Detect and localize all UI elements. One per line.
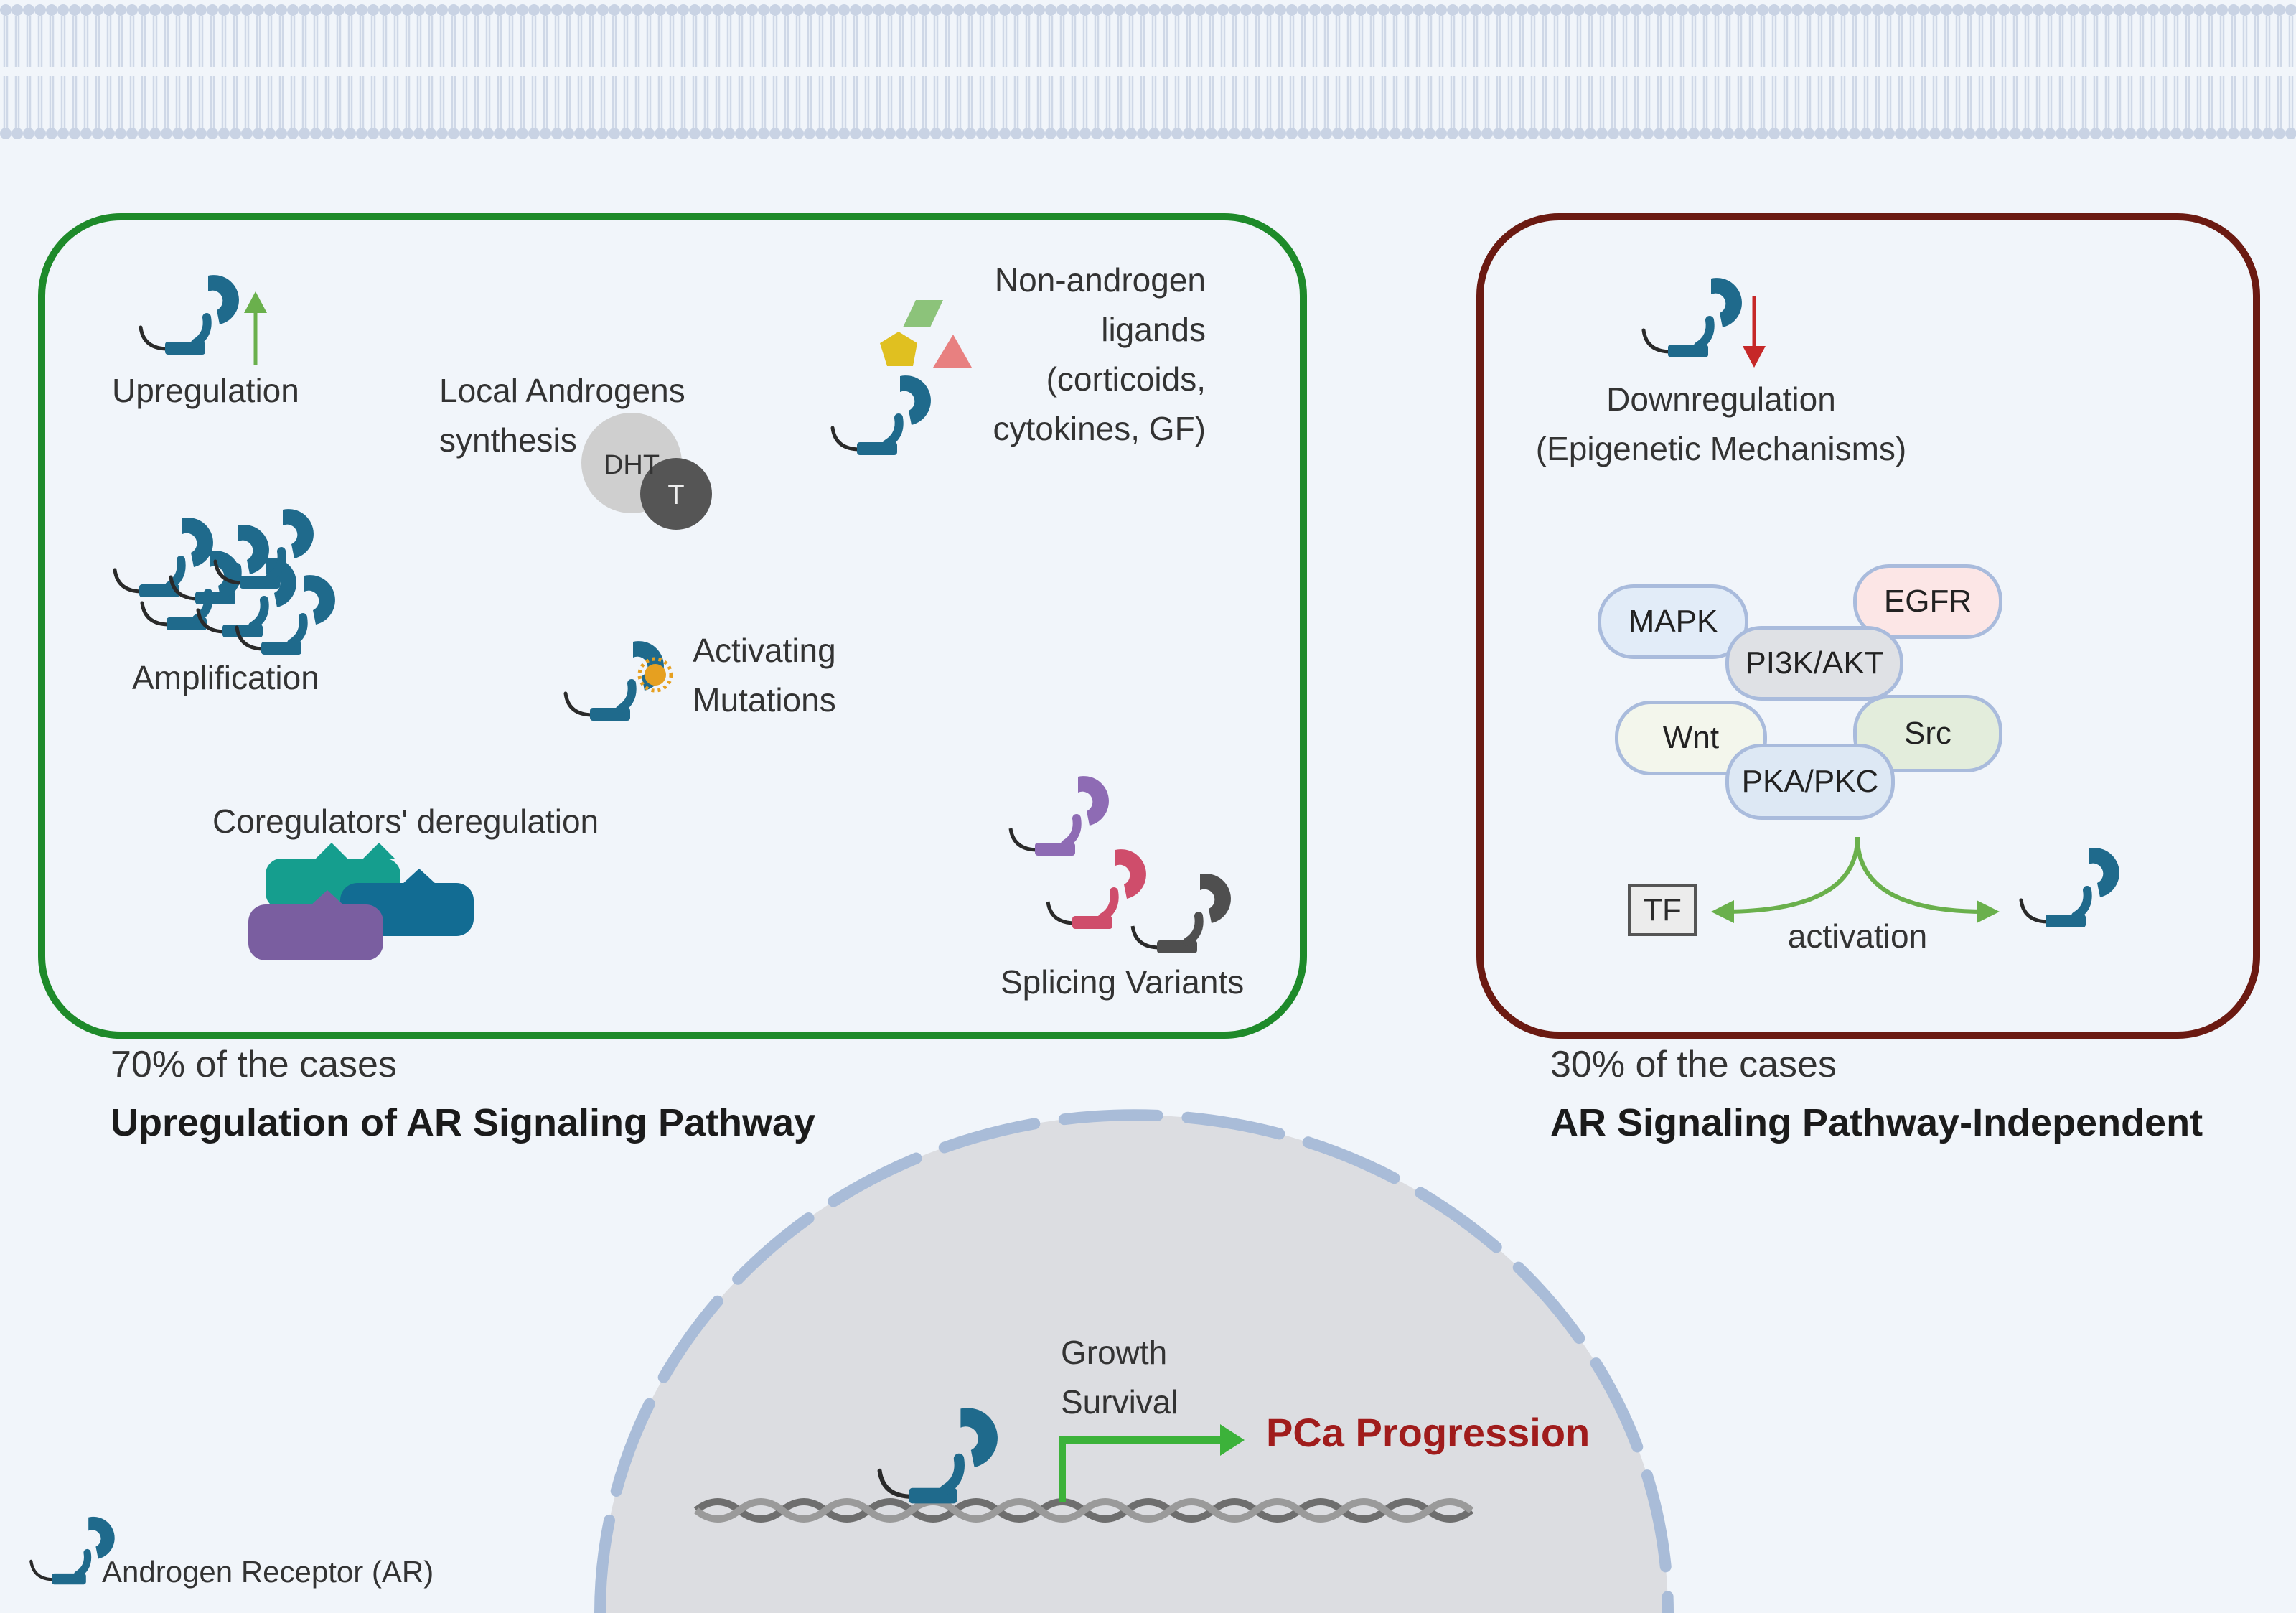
dna-helix [693, 1498, 1474, 1523]
coregulators-label: Coregulators' deregulation [212, 803, 599, 840]
pka-pkc-chip: PKA/PKC [1725, 744, 1895, 820]
nucleus [600, 1115, 1668, 1613]
right-panel-title: AR Signaling Pathway-Independent [1550, 1101, 2203, 1144]
dht-label: DHT [603, 450, 660, 480]
splicing-variants-label: Splicing Variants [1001, 963, 1245, 1001]
egfr-chip: EGFR [1853, 564, 2002, 639]
activation-label: activation [1787, 917, 1928, 955]
independent-panel [1476, 213, 2260, 1039]
upregulation-label: Upregulation [112, 372, 299, 409]
mapk-chip: MAPK [1598, 584, 1748, 659]
left-percent-label: 70% of the cases [111, 1044, 397, 1085]
down-arrow-icon [1743, 296, 1766, 368]
activating-mutations-label: Activating Mutations [693, 632, 836, 719]
dht-t-icon [581, 413, 712, 530]
upregulation-ar-icon [141, 275, 239, 355]
cell-membrane [0, 0, 2296, 146]
amplification-icon [115, 509, 335, 655]
tf-box: TF [1628, 884, 1697, 936]
legend-ar-label: Androgen Receptor (AR) [102, 1555, 434, 1589]
non-androgen-ligands-icon [880, 300, 972, 368]
splicing-variants-icon [1008, 776, 1231, 953]
right-percent-label: 30% of the cases [1550, 1044, 1837, 1085]
coregulators-icon [248, 843, 474, 960]
downregulation-ar-icon [1644, 278, 1742, 357]
local-androgens-label: Local Androgens synthesis [439, 372, 685, 459]
pca-progression-label: PCa Progression [1266, 1410, 1590, 1455]
activation-arrows [1711, 836, 2000, 923]
activated-ar-icon [2021, 848, 2119, 927]
non-androgen-ligands-label: Non-androgen ligands (corticoids, cytoki… [993, 261, 1206, 447]
t-label: T [667, 480, 685, 510]
up-arrow-icon [244, 291, 267, 365]
growth-survival-label: Growth Survival [1061, 1334, 1179, 1421]
downregulation-label: Downregulation (Epigenetic Mechanisms) [1535, 380, 1907, 467]
ligand-ar-icon [833, 375, 931, 455]
left-panel-title: Upregulation of AR Signaling Pathway [111, 1101, 816, 1144]
wnt-chip: Wnt [1615, 701, 1767, 775]
pi3k-akt-chip: PI3K/AKT [1725, 626, 1903, 701]
upregulation-panel [38, 213, 1307, 1039]
amplification-label: Amplification [132, 659, 319, 696]
transcription-arrow [1059, 1424, 1245, 1502]
activating-mutation-icon [566, 641, 673, 721]
nuclear-envelope [594, 1109, 1674, 1613]
